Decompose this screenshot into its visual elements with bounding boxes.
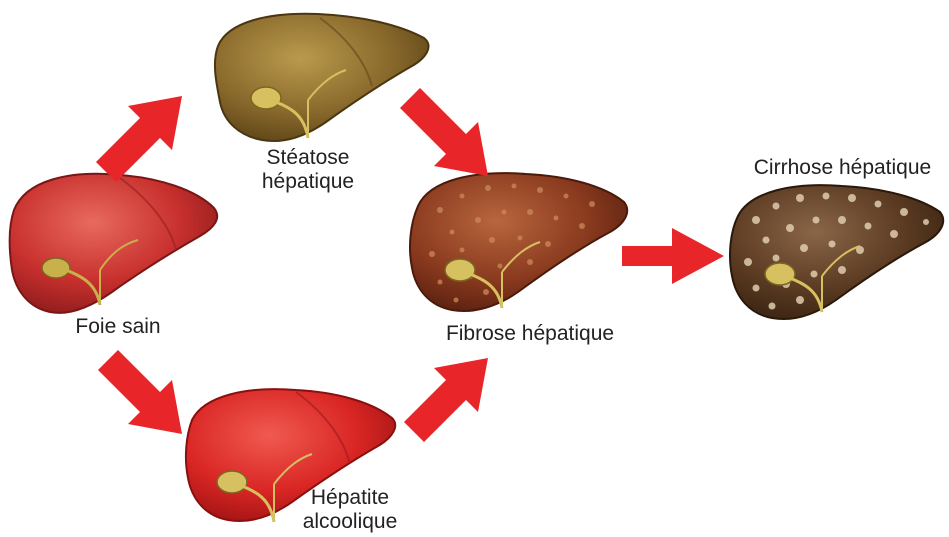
fibrosis-label: Fibrose hépatique: [430, 322, 630, 346]
hepatitis-label-line1: Hépatite: [290, 486, 410, 510]
arrow-healthy-to-hepatitis: [98, 350, 182, 434]
arrow-steatosis-to-fibrosis: [400, 88, 488, 176]
steatosis-liver-image: [215, 14, 429, 141]
healthy-liver-image: [10, 174, 218, 313]
steatosis-label-line1: Stéatose: [248, 146, 368, 170]
steatosis-label: Stéatose hépatique: [248, 146, 368, 194]
hepatitis-label-line2: alcoolique: [290, 510, 410, 534]
steatosis-label-line2: hépatique: [248, 170, 368, 194]
cirrhosis-label: Cirrhose hépatique: [740, 156, 945, 180]
fibrosis-liver-image: [410, 173, 627, 311]
hepatitis-label: Hépatite alcoolique: [290, 486, 410, 534]
healthy-liver-label: Foie sain: [58, 315, 178, 339]
arrow-fibrosis-to-cirrhosis: [622, 228, 724, 284]
cirrhosis-liver-image: [730, 185, 943, 319]
arrow-healthy-to-steatosis: [96, 96, 182, 182]
arrow-hepatitis-to-fibrosis: [404, 358, 488, 442]
